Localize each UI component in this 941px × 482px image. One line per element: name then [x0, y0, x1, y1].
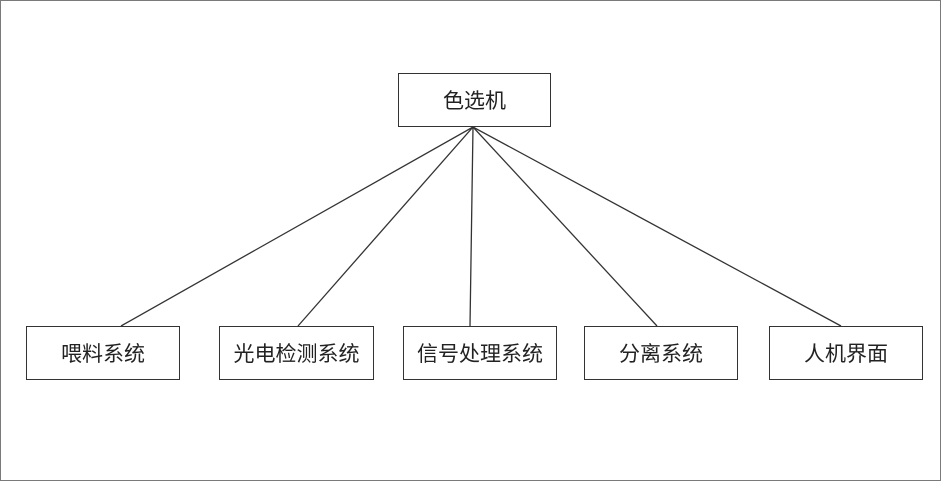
root-node-color-sorter: 色选机: [398, 73, 551, 127]
child-node-label: 喂料系统: [61, 342, 145, 366]
connector-hmi: [472, 126, 842, 327]
child-node-signal-processing-system: 信号处理系统: [403, 326, 557, 380]
child-node-label: 光电检测系统: [233, 342, 360, 366]
child-node-separation-system: 分离系统: [584, 326, 738, 380]
child-node-human-machine-interface: 人机界面: [769, 326, 923, 380]
child-node-optical-detection-system: 光电检测系统: [219, 326, 374, 380]
child-node-feeding-system: 喂料系统: [26, 326, 180, 380]
connector-feeding: [120, 126, 474, 327]
connector-signal-processing: [469, 126, 474, 327]
root-node-label: 色选机: [443, 89, 506, 113]
child-node-label: 信号处理系统: [417, 342, 543, 366]
child-node-label: 人机界面: [804, 342, 888, 366]
connector-optical-detection: [297, 126, 474, 327]
connector-separation: [472, 126, 658, 327]
child-node-label: 分离系统: [619, 342, 703, 366]
